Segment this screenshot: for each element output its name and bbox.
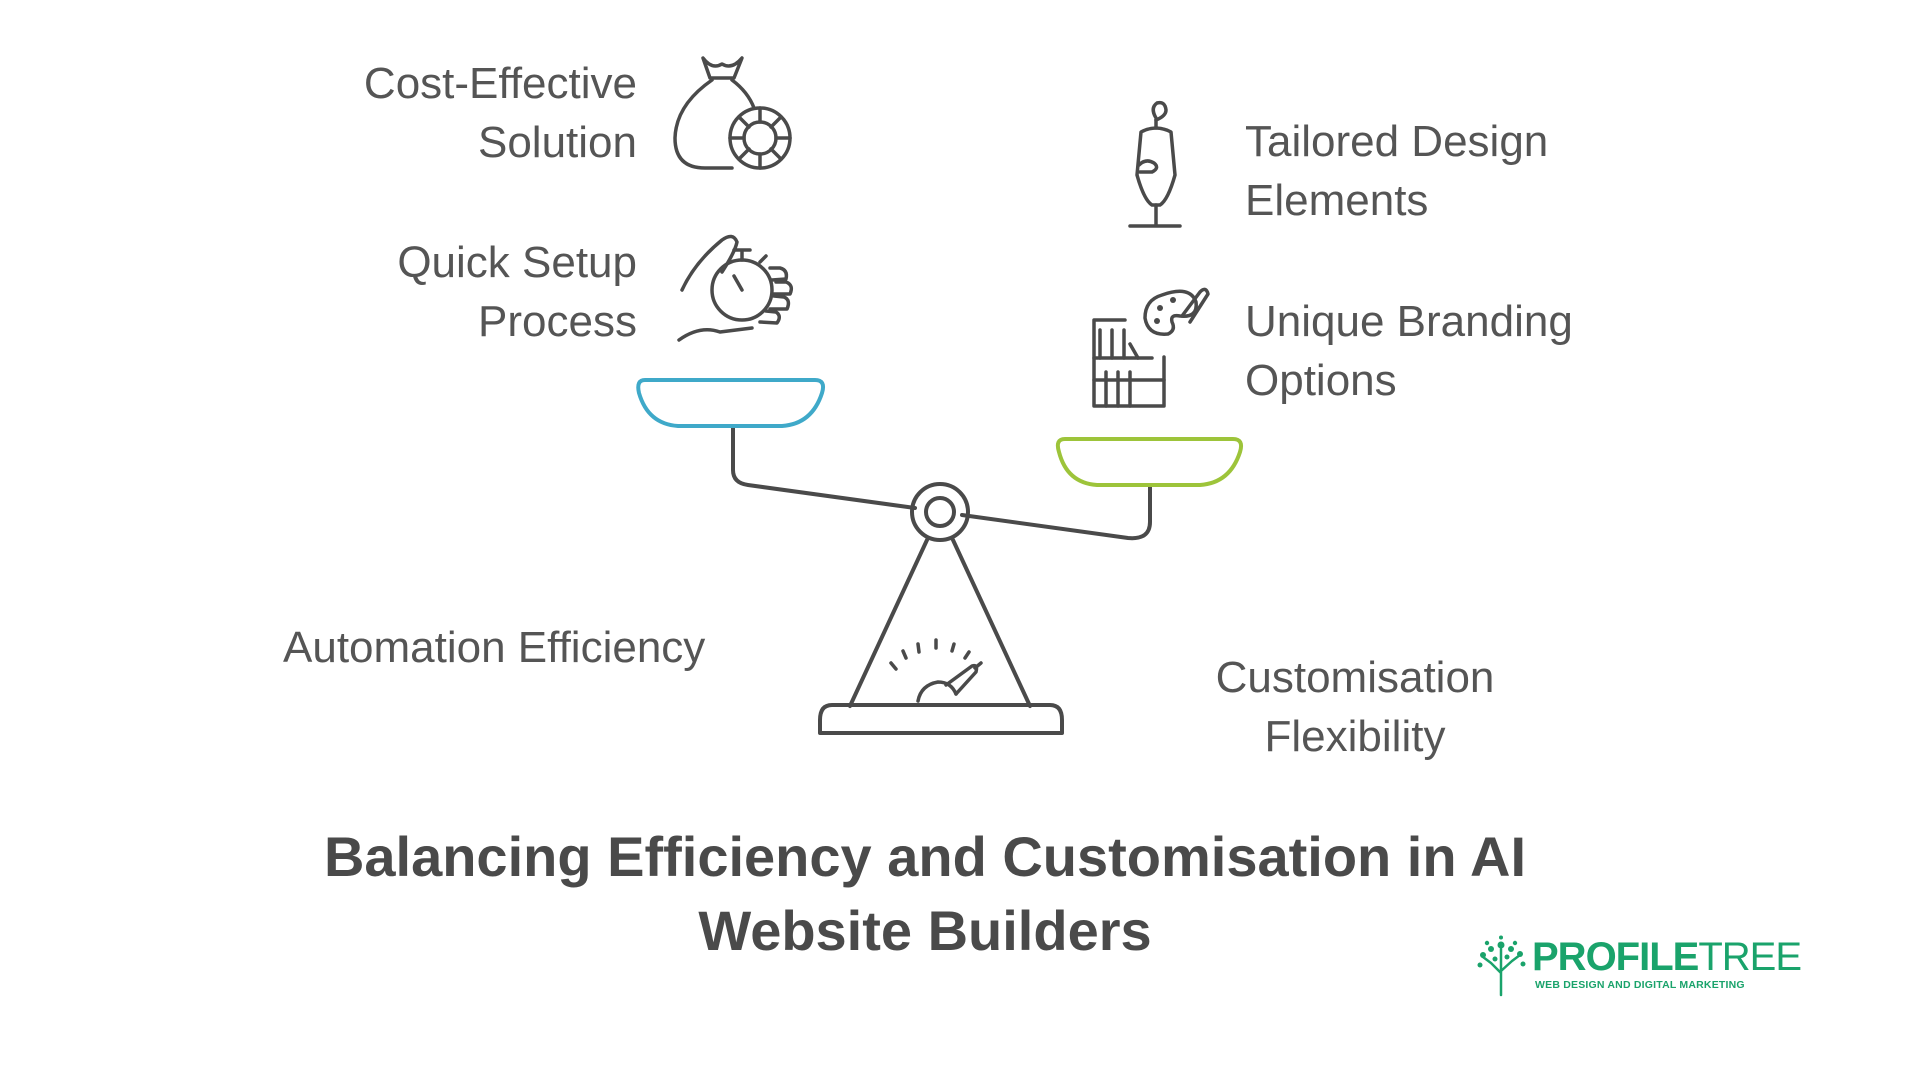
logo-wordmark: PROFILETREE <box>1532 935 1802 979</box>
profiletree-logo: PROFILETREE WEB DESIGN AND DIGITAL MARKE… <box>1475 935 1802 997</box>
left-pan <box>636 378 826 428</box>
title-line: Website Builders <box>698 899 1152 962</box>
label-line: Cost-Effective <box>363 59 637 108</box>
label-unique-branding-options: Unique Branding Options <box>1245 292 1573 410</box>
label-line: Quick Setup <box>397 238 637 287</box>
label-automation-efficiency: Automation Efficiency <box>283 623 706 672</box>
label-line: Tailored Design <box>1245 117 1549 166</box>
label-tailored-design-elements: Tailored Design Elements <box>1245 112 1548 230</box>
scale-beam-right <box>960 484 1152 541</box>
logo-name-light: TREE <box>1698 935 1802 979</box>
logo-tagline: WEB DESIGN AND DIGITAL MARKETING <box>1535 979 1745 991</box>
label-line: Process <box>478 297 637 346</box>
label-line: Options <box>1245 356 1397 405</box>
tree-logo-icon <box>1477 935 1526 997</box>
label-line: Elements <box>1245 176 1429 225</box>
scale-beam-left <box>731 426 917 510</box>
scale-stand <box>848 538 1032 708</box>
logo-name-bold: PROFILE <box>1532 935 1699 979</box>
label-line: Customisation <box>1215 653 1495 702</box>
scale-pivot-inner <box>924 496 956 528</box>
label-quick-setup-process: Quick Setup Process <box>397 233 637 351</box>
palette-bookshelf-icon <box>1092 287 1210 408</box>
scale-base <box>818 703 1064 735</box>
money-bag-coin-icon <box>673 56 792 170</box>
label-line: Solution <box>477 118 637 167</box>
scale-pivot-outer <box>910 482 970 542</box>
label-customisation-flexibility: Customisation Flexibility <box>1190 648 1520 766</box>
label-cost-effective-solution: Cost-Effective Solution <box>364 54 637 172</box>
label-line: Flexibility <box>1264 712 1446 761</box>
title-line: Balancing Efficiency and Customisation i… <box>323 825 1527 888</box>
hand-stopwatch-icon <box>677 234 794 342</box>
dress-form-icon <box>1128 100 1182 228</box>
label-line: Unique Branding <box>1245 297 1573 346</box>
right-pan <box>1055 437 1244 487</box>
gauge-icon <box>889 638 983 703</box>
diagram-title: Balancing Efficiency and Customisation i… <box>160 820 1690 968</box>
